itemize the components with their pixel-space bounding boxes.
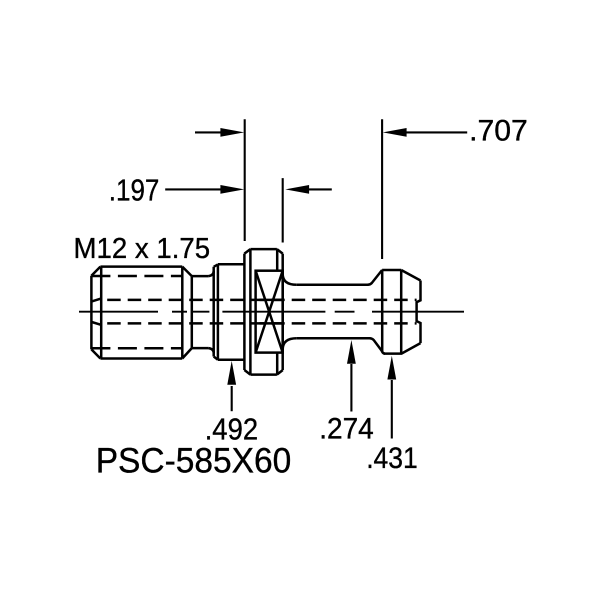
svg-text:.274: .274 <box>319 413 374 446</box>
svg-text:.707: .707 <box>469 115 528 148</box>
svg-text:.431: .431 <box>366 442 418 475</box>
svg-text:M12 x 1.75: M12 x 1.75 <box>74 233 211 265</box>
svg-text:.197: .197 <box>109 174 160 208</box>
svg-text:PSC-585X60: PSC-585X60 <box>96 442 292 481</box>
svg-text:.492: .492 <box>205 413 258 447</box>
